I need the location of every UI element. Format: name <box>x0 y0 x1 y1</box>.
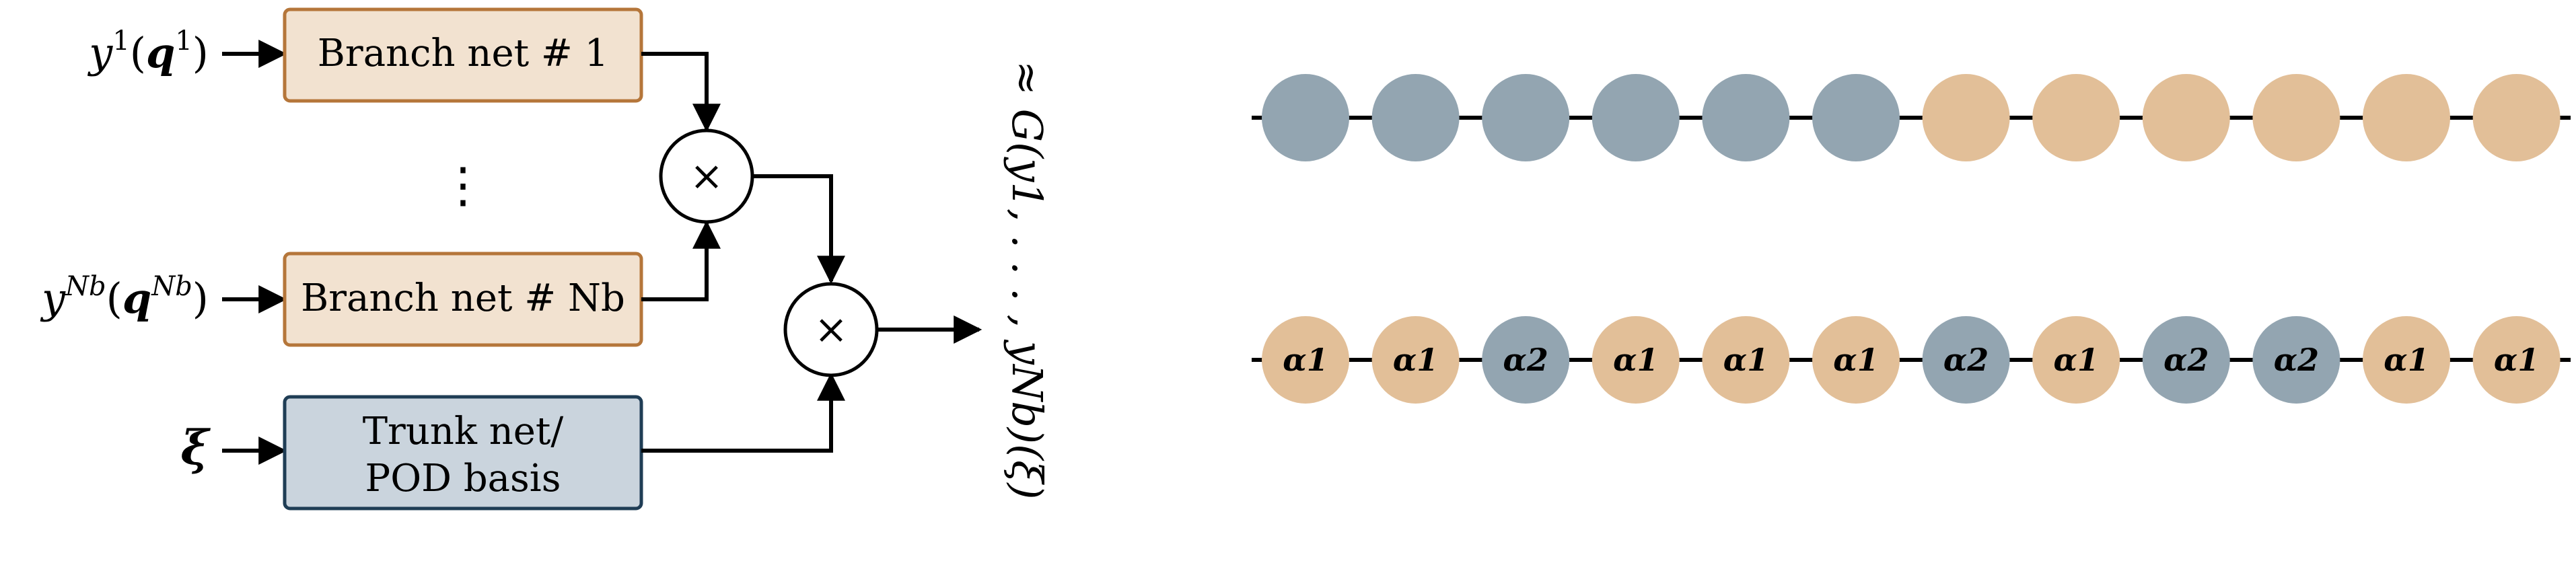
chain-node-blue <box>2252 316 2340 404</box>
connector-branchnb-to-mult1 <box>641 220 721 301</box>
chain-node-blue <box>2142 316 2230 404</box>
chain-node-label: α1 <box>1833 342 1878 378</box>
chain-node-blue <box>1591 74 1680 161</box>
chain-node-tan <box>1812 316 1900 404</box>
chain-node-tan <box>2032 74 2120 161</box>
chain-node-label: α1 <box>1723 342 1768 378</box>
branch-net-nb-label: Branch net # Nb <box>301 276 625 320</box>
chain-node-label: α2 <box>2163 342 2209 378</box>
chain-node-tan <box>1371 316 1460 404</box>
multiply-symbol-1: × <box>690 153 723 200</box>
multiply-symbol-2: × <box>814 306 848 353</box>
chain-node-blue <box>1702 74 1790 161</box>
chain-node-blue <box>1262 74 1349 161</box>
chain-node-label: α1 <box>2053 342 2098 378</box>
node-chains: α1 α1 α2 α1 α1 α1 α2 α1 α2 α2 α1 α1 <box>1252 74 2571 404</box>
chain-node-tan <box>1591 316 1680 404</box>
input-label-2: yNb(qNb) <box>40 271 209 323</box>
chain-node-tan <box>2032 316 2120 404</box>
operator-network-diagram: y1(q1) yNb(qNb) ξ Branch net # 1 ⋮ Branc… <box>40 7 1052 511</box>
trunk-net-label-line2: POD basis <box>365 457 561 500</box>
chain-node-label: α2 <box>2274 342 2319 378</box>
chain-node-label: α1 <box>1613 342 1658 378</box>
output-expression: ≈ G(y1, . . . , yNb)(ξ) <box>1003 61 1052 500</box>
chain-node-label: α2 <box>1943 342 1989 378</box>
chain-node-tan <box>2142 74 2230 161</box>
chain-node-tan <box>1922 74 2010 161</box>
connector-mult1-to-mult2 <box>752 174 845 285</box>
chain-node-label: α1 <box>1283 342 1328 378</box>
chain-node-tan <box>1702 316 1790 404</box>
chain-node-blue <box>1371 74 1460 161</box>
chain-node-blue <box>1922 316 2010 404</box>
chain-node-blue <box>1482 74 1570 161</box>
chain-row-1 <box>1262 74 2561 161</box>
chain-node-label: α2 <box>1503 342 1548 378</box>
chain-node-tan <box>2363 316 2450 404</box>
chain-row-2: α1 α1 α2 α1 α1 α1 α2 α1 α2 α2 α1 α1 <box>1262 316 2561 404</box>
connector-trunk-to-mult2 <box>641 372 845 453</box>
chain-node-tan <box>2472 74 2561 161</box>
input-label-xi: ξ <box>181 420 211 476</box>
input-label-1: y1(q1) <box>87 26 209 77</box>
chain-node-blue <box>1482 316 1570 404</box>
chain-node-blue <box>1812 74 1900 161</box>
chain-node-tan <box>2252 74 2340 161</box>
chain-node-label: α1 <box>2494 342 2539 378</box>
trunk-net-label-line1: Trunk net/ <box>363 410 564 453</box>
chain-node-tan <box>2472 316 2561 404</box>
chain-node-tan <box>2363 74 2450 161</box>
connector-branch1-to-mult1 <box>641 52 721 133</box>
chain-node-tan <box>1262 316 1349 404</box>
branch-ellipsis: ⋮ <box>439 157 487 213</box>
chain-node-label: α1 <box>2384 342 2429 378</box>
branch-net-1-label: Branch net # 1 <box>318 32 608 75</box>
chain-node-label: α1 <box>1393 342 1438 378</box>
